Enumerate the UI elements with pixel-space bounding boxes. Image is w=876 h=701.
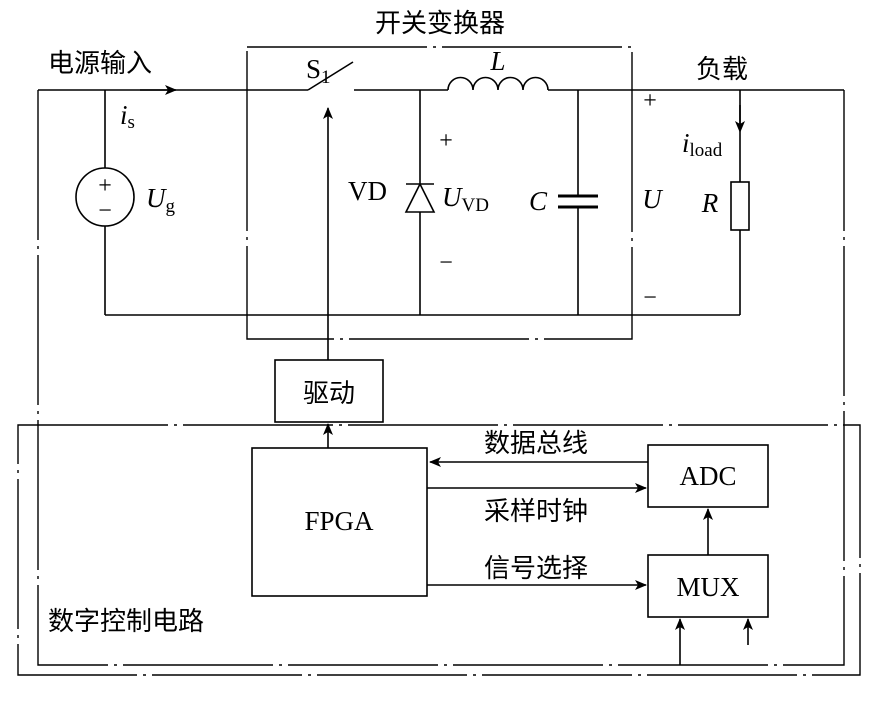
digital-control-boundary	[17, 424, 861, 676]
adc-label: ADC	[679, 461, 736, 491]
driver-block	[274, 359, 384, 423]
diode-voltage-symbol: UVD	[442, 182, 489, 216]
fpga-block	[251, 447, 428, 597]
converter-title: 开关变换器	[375, 9, 505, 39]
load-current-symbol: iload	[682, 128, 723, 161]
adc-block	[647, 444, 769, 508]
inductor-l	[447, 76, 549, 91]
load-label: 负载	[696, 55, 748, 85]
signal-select-label: 信号选择	[484, 554, 588, 584]
resistor-r	[730, 181, 750, 231]
diode-plus: +	[439, 128, 453, 154]
converter-boundary	[246, 46, 633, 340]
output-plus: +	[643, 88, 657, 114]
output-minus: −	[643, 285, 657, 311]
diode-minus: −	[439, 250, 453, 276]
resistor-symbol: R	[701, 188, 719, 218]
diode-vd	[404, 182, 436, 213]
source-minus: −	[98, 198, 112, 224]
switch-s1	[307, 61, 354, 91]
output-voltage-symbol: U	[642, 184, 663, 214]
power-input-label: 电源输入	[48, 49, 152, 79]
data-bus-label: 数据总线	[484, 429, 588, 459]
source-voltage-symbol: Ug	[146, 183, 176, 217]
source-current-symbol: is	[120, 100, 135, 133]
digital-control-label: 数字控制电路	[48, 607, 204, 637]
diode-symbol: VD	[348, 176, 387, 206]
switch-symbol: S1	[306, 54, 331, 88]
fpga-label: FPGA	[304, 506, 374, 536]
outer-loop-wire	[37, 90, 845, 666]
mux-label: MUX	[676, 572, 740, 602]
capacitor-symbol: C	[529, 186, 548, 216]
driver-label: 驱动	[303, 379, 355, 409]
inductor-symbol: L	[489, 46, 505, 76]
source-plus: +	[98, 173, 112, 199]
sample-clock-label: 采样时钟	[484, 497, 588, 527]
